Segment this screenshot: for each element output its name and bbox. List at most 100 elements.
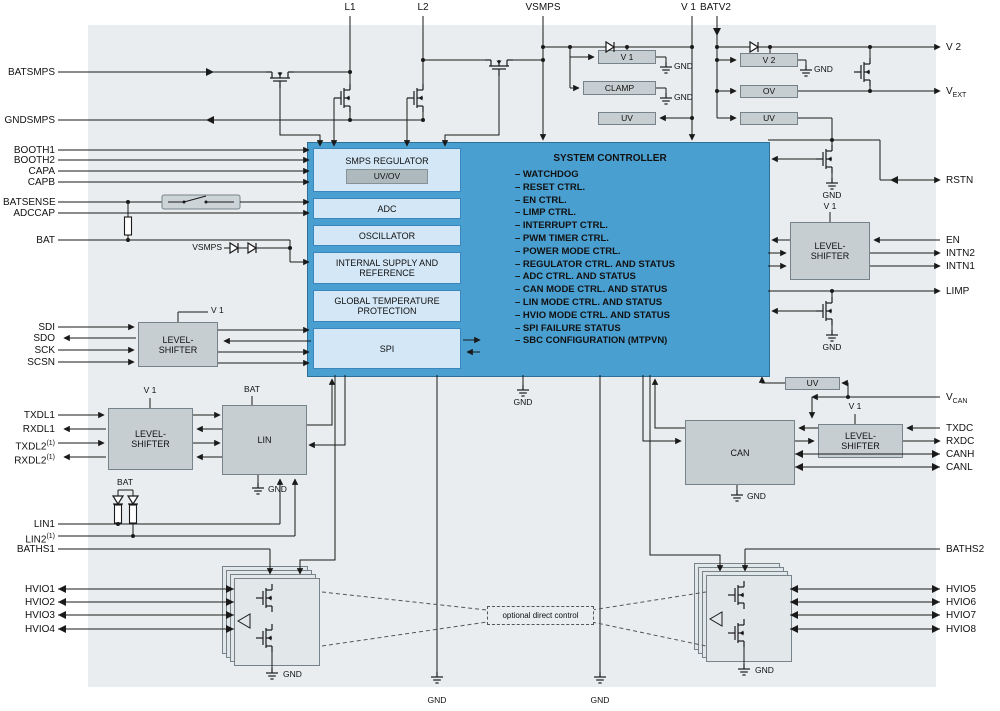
optional-direct-control-label: optional direct control [487,606,594,625]
pin-intn2: INTN2 [946,248,975,259]
system-controller-text: SYSTEM CONTROLLER – WATCHDOG – RESET CTR… [470,153,750,348]
pin-hvio8: HVIO8 [946,624,977,635]
pin-baths2: BATHS2 [946,544,985,555]
pin-l1: L1 [344,2,356,13]
adc-block: ADC [313,198,461,219]
controller-item: – CAN MODE CTRL. AND STATUS [515,284,668,296]
system-controller-title: SYSTEM CONTROLLER [553,153,667,164]
controller-item: – HVIO MODE CTRL. AND STATUS [515,309,670,321]
level-shifter-label: SHIFTER [131,439,170,449]
gnd-label: GND [674,92,693,102]
gnd-label: GND [822,190,842,200]
pin-lin2: LIN2(1) [3,531,55,545]
pin-batv2: BATV2 [700,2,731,13]
pin-txdl2-text: TXDL2 [15,441,47,453]
v1-rail-label: V 1 [848,401,862,411]
gnd-label: GND [283,669,302,679]
v2-regulator-block: V 2 [740,53,798,67]
pin-txdl2: TXDL2(1) [3,438,55,452]
spi-block: SPI [313,328,461,369]
bat-rail-label: BAT [117,477,133,487]
pin-v2: V 2 [946,42,962,53]
pin-vext: VEXT [946,86,998,101]
gnd-label: GND [590,695,610,705]
ov-label: OV [762,86,776,96]
v1-rail-label: V 1 [823,201,837,211]
uv-v2-block: UV [740,112,798,125]
pin-hvio1: HVIO1 [24,584,55,595]
level-shifter-label: SHIFTER [158,344,198,355]
level-shifter-en-block: LEVEL- SHIFTER [790,222,870,280]
adc-label: ADC [377,203,397,214]
pin-txdc: TXDC [946,423,974,434]
pin-booth1: BOOTH1 [13,145,55,156]
pin-rstn: RSTN [946,175,974,186]
pin-canh: CANH [946,449,975,460]
controller-item: – EN CTRL. [515,194,567,206]
controller-item: – ADC CTRL. AND STATUS [515,271,636,283]
spi-label: SPI [379,343,395,354]
controller-item: – RESET CTRL. [515,181,586,193]
gnd-label: GND [674,61,693,71]
uv-label: UV [763,113,775,123]
controller-item: – WATCHDOG [515,169,579,180]
pin-rxdl1: RXDL1 [22,424,55,435]
global-temp-label: GLOBAL TEMPERATURE PROTECTION [334,296,440,316]
pin-capb: CAPB [27,177,55,188]
pin-en: EN [946,235,960,246]
pin-lin2-text: LIN2 [25,534,47,546]
pin-vext-sub: EXT [952,92,967,99]
pin-vext-base: V [946,86,953,97]
oscillator-block: OSCILLATOR [313,225,461,246]
v2-regulator-label: V 2 [762,54,776,65]
global-temp-block: GLOBAL TEMPERATURE PROTECTION [313,290,461,322]
uv-v1-block: UV [598,112,656,125]
pin-intn1: INTN1 [946,261,975,272]
clamp-block: CLAMP [583,81,656,95]
pin-batsmps: BATSMPS [7,67,55,78]
pin-hvio7: HVIO7 [946,610,977,621]
oscillator-label: OSCILLATOR [358,230,416,241]
controller-item: – LIN MODE CTRL. AND STATUS [515,296,663,308]
pin-canl: CANL [946,462,973,473]
can-label: CAN [730,447,750,458]
uv-label: UV [806,378,819,388]
pin-sdo: SDO [33,333,55,344]
controller-item: – PWM TIMER CTRL. [515,232,609,244]
pin-capa: CAPA [28,166,56,177]
pin-vsmps: VSMPS [525,2,561,13]
v1-regulator-block: V 1 [598,50,656,64]
pin-note-sup: (1) [46,454,55,461]
pin-hvio4: HVIO4 [24,624,55,635]
pin-scsn: SCSN [27,357,55,368]
pin-rxdc: RXDC [946,436,975,447]
uv-ov-badge: UV/OV [346,169,428,184]
level-shifter-label: SHIFTER [810,251,850,261]
internal-supply-label: INTERNAL SUPPLY AND REFERENCE [335,258,439,278]
gnd-label: GND [268,484,287,494]
lin-label: LIN [257,435,272,445]
pin-sck: SCK [34,345,55,356]
level-shifter-label: LEVEL- [844,431,877,441]
v1-rail-label: V 1 [211,305,224,315]
hvio-left-stack-front [234,578,320,666]
uv-vcan-block: UV [785,377,840,390]
gnd-label: GND [513,397,533,407]
pin-hvio6: HVIO6 [946,597,977,608]
can-transceiver-block: CAN [685,420,795,485]
gnd-label: GND [814,64,833,74]
gnd-label: GND [427,695,447,705]
pin-hvio2: HVIO2 [24,597,55,608]
ov-v2-block: OV [740,85,798,98]
gnd-label: GND [822,342,842,352]
uv-label: UV [621,113,633,123]
pin-bat: BAT [36,235,55,246]
controller-item: – LIMP CTRL. [515,207,577,219]
level-shifter-label: LEVEL- [134,429,167,439]
pin-sdi: SDI [38,322,55,333]
pin-vcan: VCAN [946,392,998,407]
pin-note-sup: (1) [46,440,55,447]
bat-rail-label: BAT [244,384,260,394]
level-shifter-lin-block: LEVEL- SHIFTER [108,408,193,470]
